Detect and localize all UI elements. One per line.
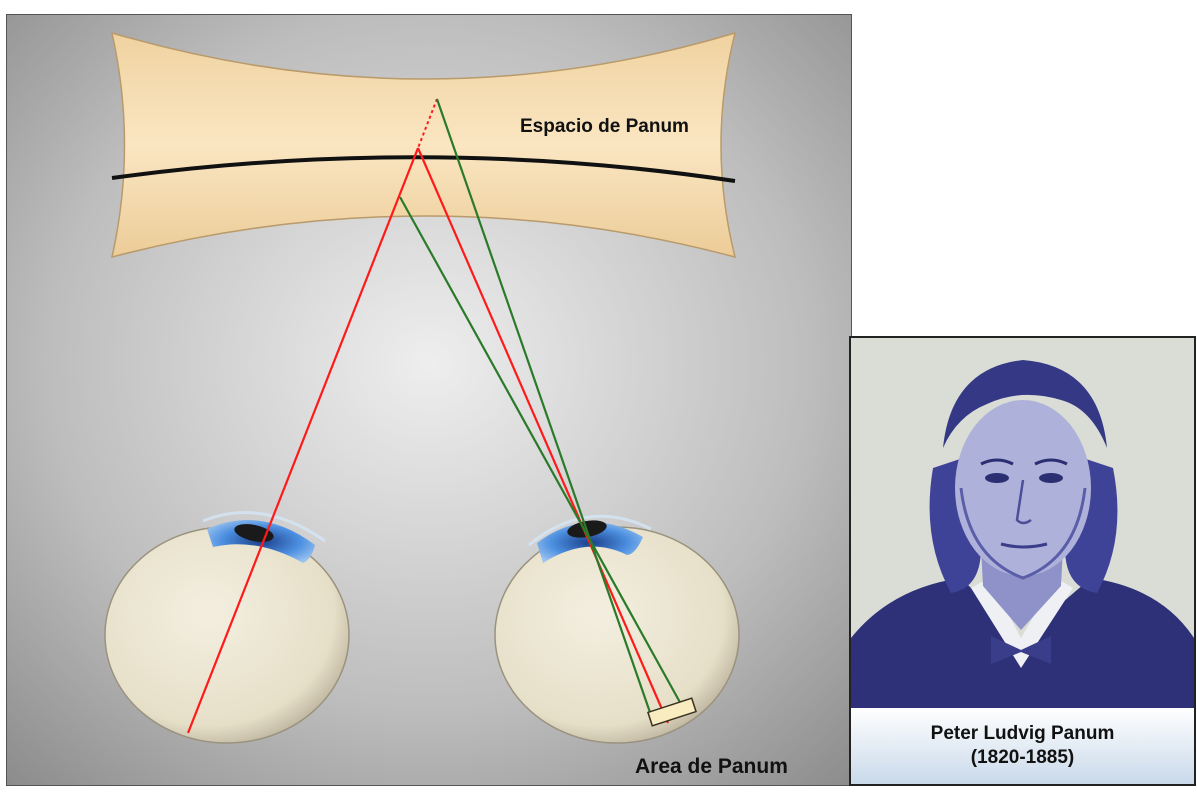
portrait-card: Peter Ludvig Panum (1820-1885): [849, 336, 1196, 786]
portrait-caption: Peter Ludvig Panum (1820-1885): [851, 708, 1194, 784]
portrait-name: Peter Ludvig Panum: [931, 722, 1115, 746]
panum-diagram-svg: Espacio de Panum Area de Panum: [7, 15, 852, 786]
right-eyeball: [495, 527, 739, 743]
space-label: Espacio de Panum: [520, 116, 689, 137]
panum-diagram: Espacio de Panum Area de Panum: [6, 14, 852, 786]
area-label: Area de Panum: [635, 755, 788, 778]
portrait-engraving: [851, 338, 1194, 708]
portrait-years: (1820-1885): [971, 746, 1075, 770]
